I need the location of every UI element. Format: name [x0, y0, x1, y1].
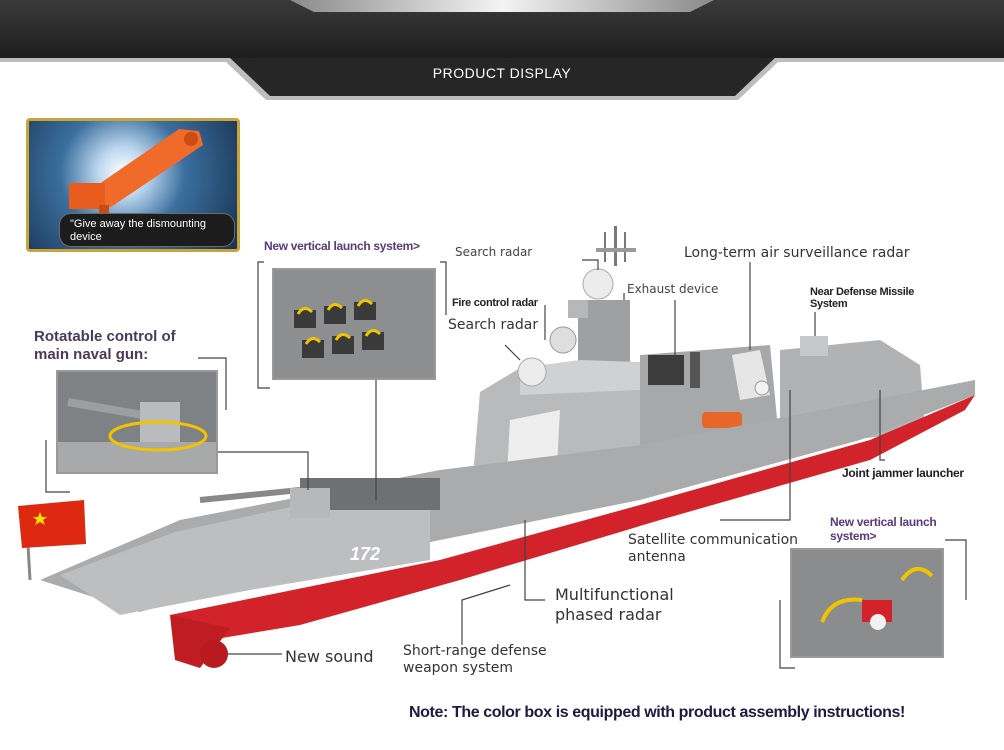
label-fire-control-radar: Fire control radar	[452, 297, 538, 309]
naval-gun-icon	[58, 372, 216, 472]
flag-icon	[18, 500, 86, 581]
label-multifunctional-radar: Multifunctional phased radar	[555, 585, 674, 624]
superstructure	[470, 326, 925, 512]
inset-vertical-launch-1	[272, 268, 436, 380]
label-rotatable-gun: Rotatable control of main naval gun:	[34, 328, 176, 363]
inset-rotatable-gun	[56, 370, 218, 474]
label-near-defense-missile: Near Defense Missile System	[810, 286, 915, 310]
mast	[568, 226, 636, 380]
footer-note: Note: The color box is equipped with pro…	[409, 704, 905, 721]
launcher-cells-icon	[274, 270, 434, 378]
label-joint-jammer: Joint jammer launcher	[842, 466, 964, 480]
label-short-range-defense: Short-range defense weapon system	[403, 643, 547, 676]
inset-vertical-launch-2	[790, 548, 944, 658]
wrench-icon	[69, 129, 203, 213]
label-new-sound: New sound	[285, 647, 374, 666]
label-long-term-radar: Long-term air surveillance radar	[684, 245, 910, 261]
launcher-hatch-icon	[792, 550, 942, 656]
label-search-radar-top: Search radar	[455, 245, 533, 259]
label-satellite-antenna: Satellite communication antenna	[628, 532, 799, 565]
page-title: PRODUCT DISPLAY	[432, 65, 572, 81]
tool-caption: "Give away the dismounting device	[59, 213, 235, 247]
label-exhaust-device: Exhaust device	[627, 282, 719, 296]
hull-number: 172	[350, 544, 380, 564]
label-new-vertical-launch-2: New vertical launch system>	[830, 515, 937, 543]
tool-inset: "Give away the dismounting device	[26, 118, 240, 252]
label-search-radar-mid: Search radar	[448, 317, 539, 333]
label-new-vertical-launch-1: New vertical launch system>	[264, 239, 420, 253]
banner-shape	[0, 0, 1004, 100]
header-banner: PRODUCT DISPLAY	[0, 0, 1004, 100]
